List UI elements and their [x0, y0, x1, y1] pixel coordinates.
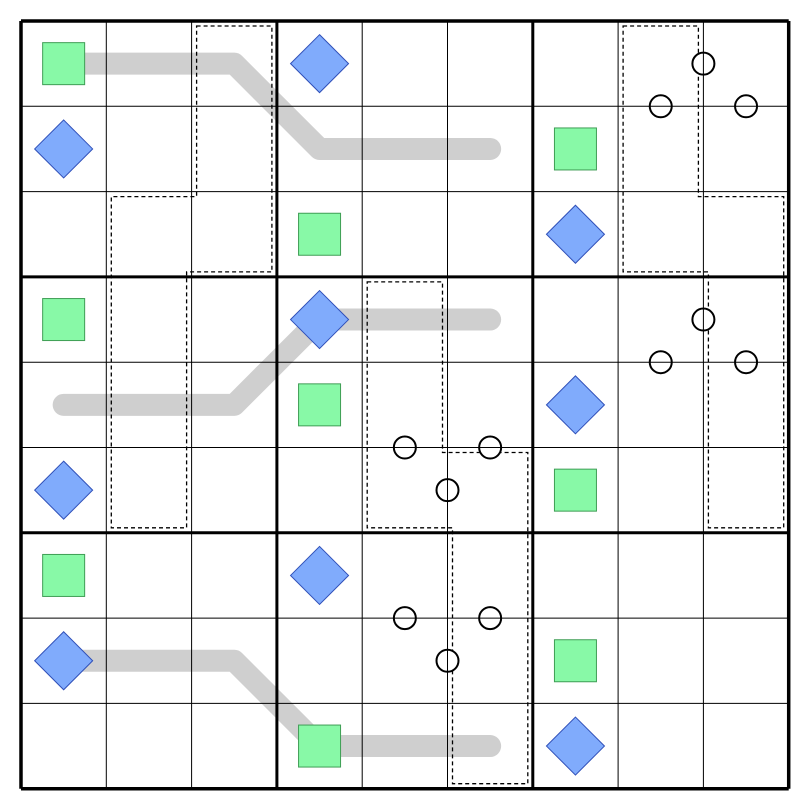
grid-cell-r1c6[interactable] — [447, 21, 533, 107]
blue-diamond-r1c4 — [289, 33, 350, 94]
grid-cell-r6c4[interactable] — [276, 447, 363, 533]
blue-diamond-r9c7 — [545, 716, 606, 776]
grid-cell-r7c5[interactable] — [362, 532, 448, 619]
grid-cell-r2c9[interactable] — [703, 106, 789, 192]
grid-cell-r2c3[interactable] — [191, 106, 277, 192]
grid-cell-r5c9[interactable] — [703, 362, 789, 448]
grid-cell-r7c3[interactable] — [191, 532, 277, 619]
grid-cell-r3c2[interactable] — [106, 191, 192, 277]
green-square-r5c4 — [298, 383, 342, 427]
grid-cell-r6c2[interactable] — [106, 447, 192, 533]
diamonds-layer — [33, 33, 606, 776]
grid-cell-r8c9[interactable] — [703, 618, 789, 704]
green-square-r7c1 — [42, 553, 86, 597]
squares-layer — [42, 42, 597, 768]
grid-cell-r6c9[interactable] — [703, 447, 789, 533]
grid-cell-r6c5[interactable] — [362, 447, 448, 533]
green-square-r9c4 — [298, 724, 342, 768]
grid-cell-r7c8[interactable] — [618, 532, 704, 619]
grid-cell-r9c9[interactable] — [703, 703, 789, 789]
blue-diamond-r2c1 — [33, 119, 94, 179]
grid-cell-r7c7[interactable] — [532, 532, 619, 619]
grid-cell-r3c3[interactable] — [191, 191, 277, 277]
grid-cell-r8c4[interactable] — [276, 618, 363, 704]
grid-cell-r1c8[interactable] — [618, 21, 704, 107]
grid-cell-r6c6[interactable] — [447, 447, 533, 533]
green-square-r3c4 — [298, 212, 342, 256]
grid-cell-r6c3[interactable] — [191, 447, 277, 533]
green-square-r2c7 — [553, 127, 597, 171]
grid-layer — [19, 19, 791, 791]
blue-diamond-r6c1 — [33, 460, 94, 520]
grid-cell-r4c8[interactable] — [618, 276, 704, 363]
grid-cell-r4c9[interactable] — [703, 276, 789, 363]
blue-diamond-r5c7 — [545, 375, 606, 435]
grid-cell-r8c6[interactable] — [447, 618, 533, 704]
blue-diamond-r3c7 — [545, 204, 606, 264]
green-square-r4c1 — [42, 298, 86, 342]
grid-cell-r9c2[interactable] — [106, 703, 192, 789]
green-square-r8c7 — [553, 639, 597, 683]
grid-cell-r5c8[interactable] — [618, 362, 704, 448]
grid-cell-r1c9[interactable] — [703, 21, 789, 107]
grid-cell-r9c1[interactable] — [21, 703, 107, 789]
grid-cell-r6c8[interactable] — [618, 447, 704, 533]
grid-cell-r2c2[interactable] — [106, 106, 192, 192]
grid-cell-r3c6[interactable] — [447, 191, 533, 277]
grid-cell-r7c9[interactable] — [703, 532, 789, 619]
grid-cell-r8c8[interactable] — [618, 618, 704, 704]
grid-cell-r4c3[interactable] — [191, 276, 277, 363]
grid-cell-r7c6[interactable] — [447, 532, 533, 619]
green-square-r1c1 — [42, 42, 86, 86]
grid-cell-r1c5[interactable] — [362, 21, 448, 107]
blue-diamond-r4c4 — [289, 289, 350, 350]
killer-cage-1 — [110, 25, 273, 529]
grid-cell-r2c8[interactable] — [618, 106, 704, 192]
cages-layer — [110, 25, 785, 785]
grid-cell-r7c2[interactable] — [106, 532, 192, 619]
grid-cell-r4c2[interactable] — [106, 276, 192, 363]
grid-cell-r5c6[interactable] — [447, 362, 533, 448]
blue-diamond-r7c4 — [289, 545, 350, 606]
grid-cell-r3c1[interactable] — [21, 191, 107, 277]
grid-cell-r8c5[interactable] — [362, 618, 448, 704]
green-square-r6c7 — [553, 468, 597, 512]
cells-layer[interactable] — [21, 21, 789, 789]
grid-cell-r4c7[interactable] — [532, 276, 619, 363]
grid-cell-r3c5[interactable] — [362, 191, 448, 277]
grid-cell-r5c5[interactable] — [362, 362, 448, 448]
grid-cell-r1c7[interactable] — [532, 21, 619, 107]
grid-cell-r3c8[interactable] — [618, 191, 704, 277]
grid-cell-r9c3[interactable] — [191, 703, 277, 789]
grid-cell-r9c8[interactable] — [618, 703, 704, 789]
grid-cell-r3c9[interactable] — [703, 191, 789, 277]
blue-diamond-r8c1 — [33, 631, 94, 691]
